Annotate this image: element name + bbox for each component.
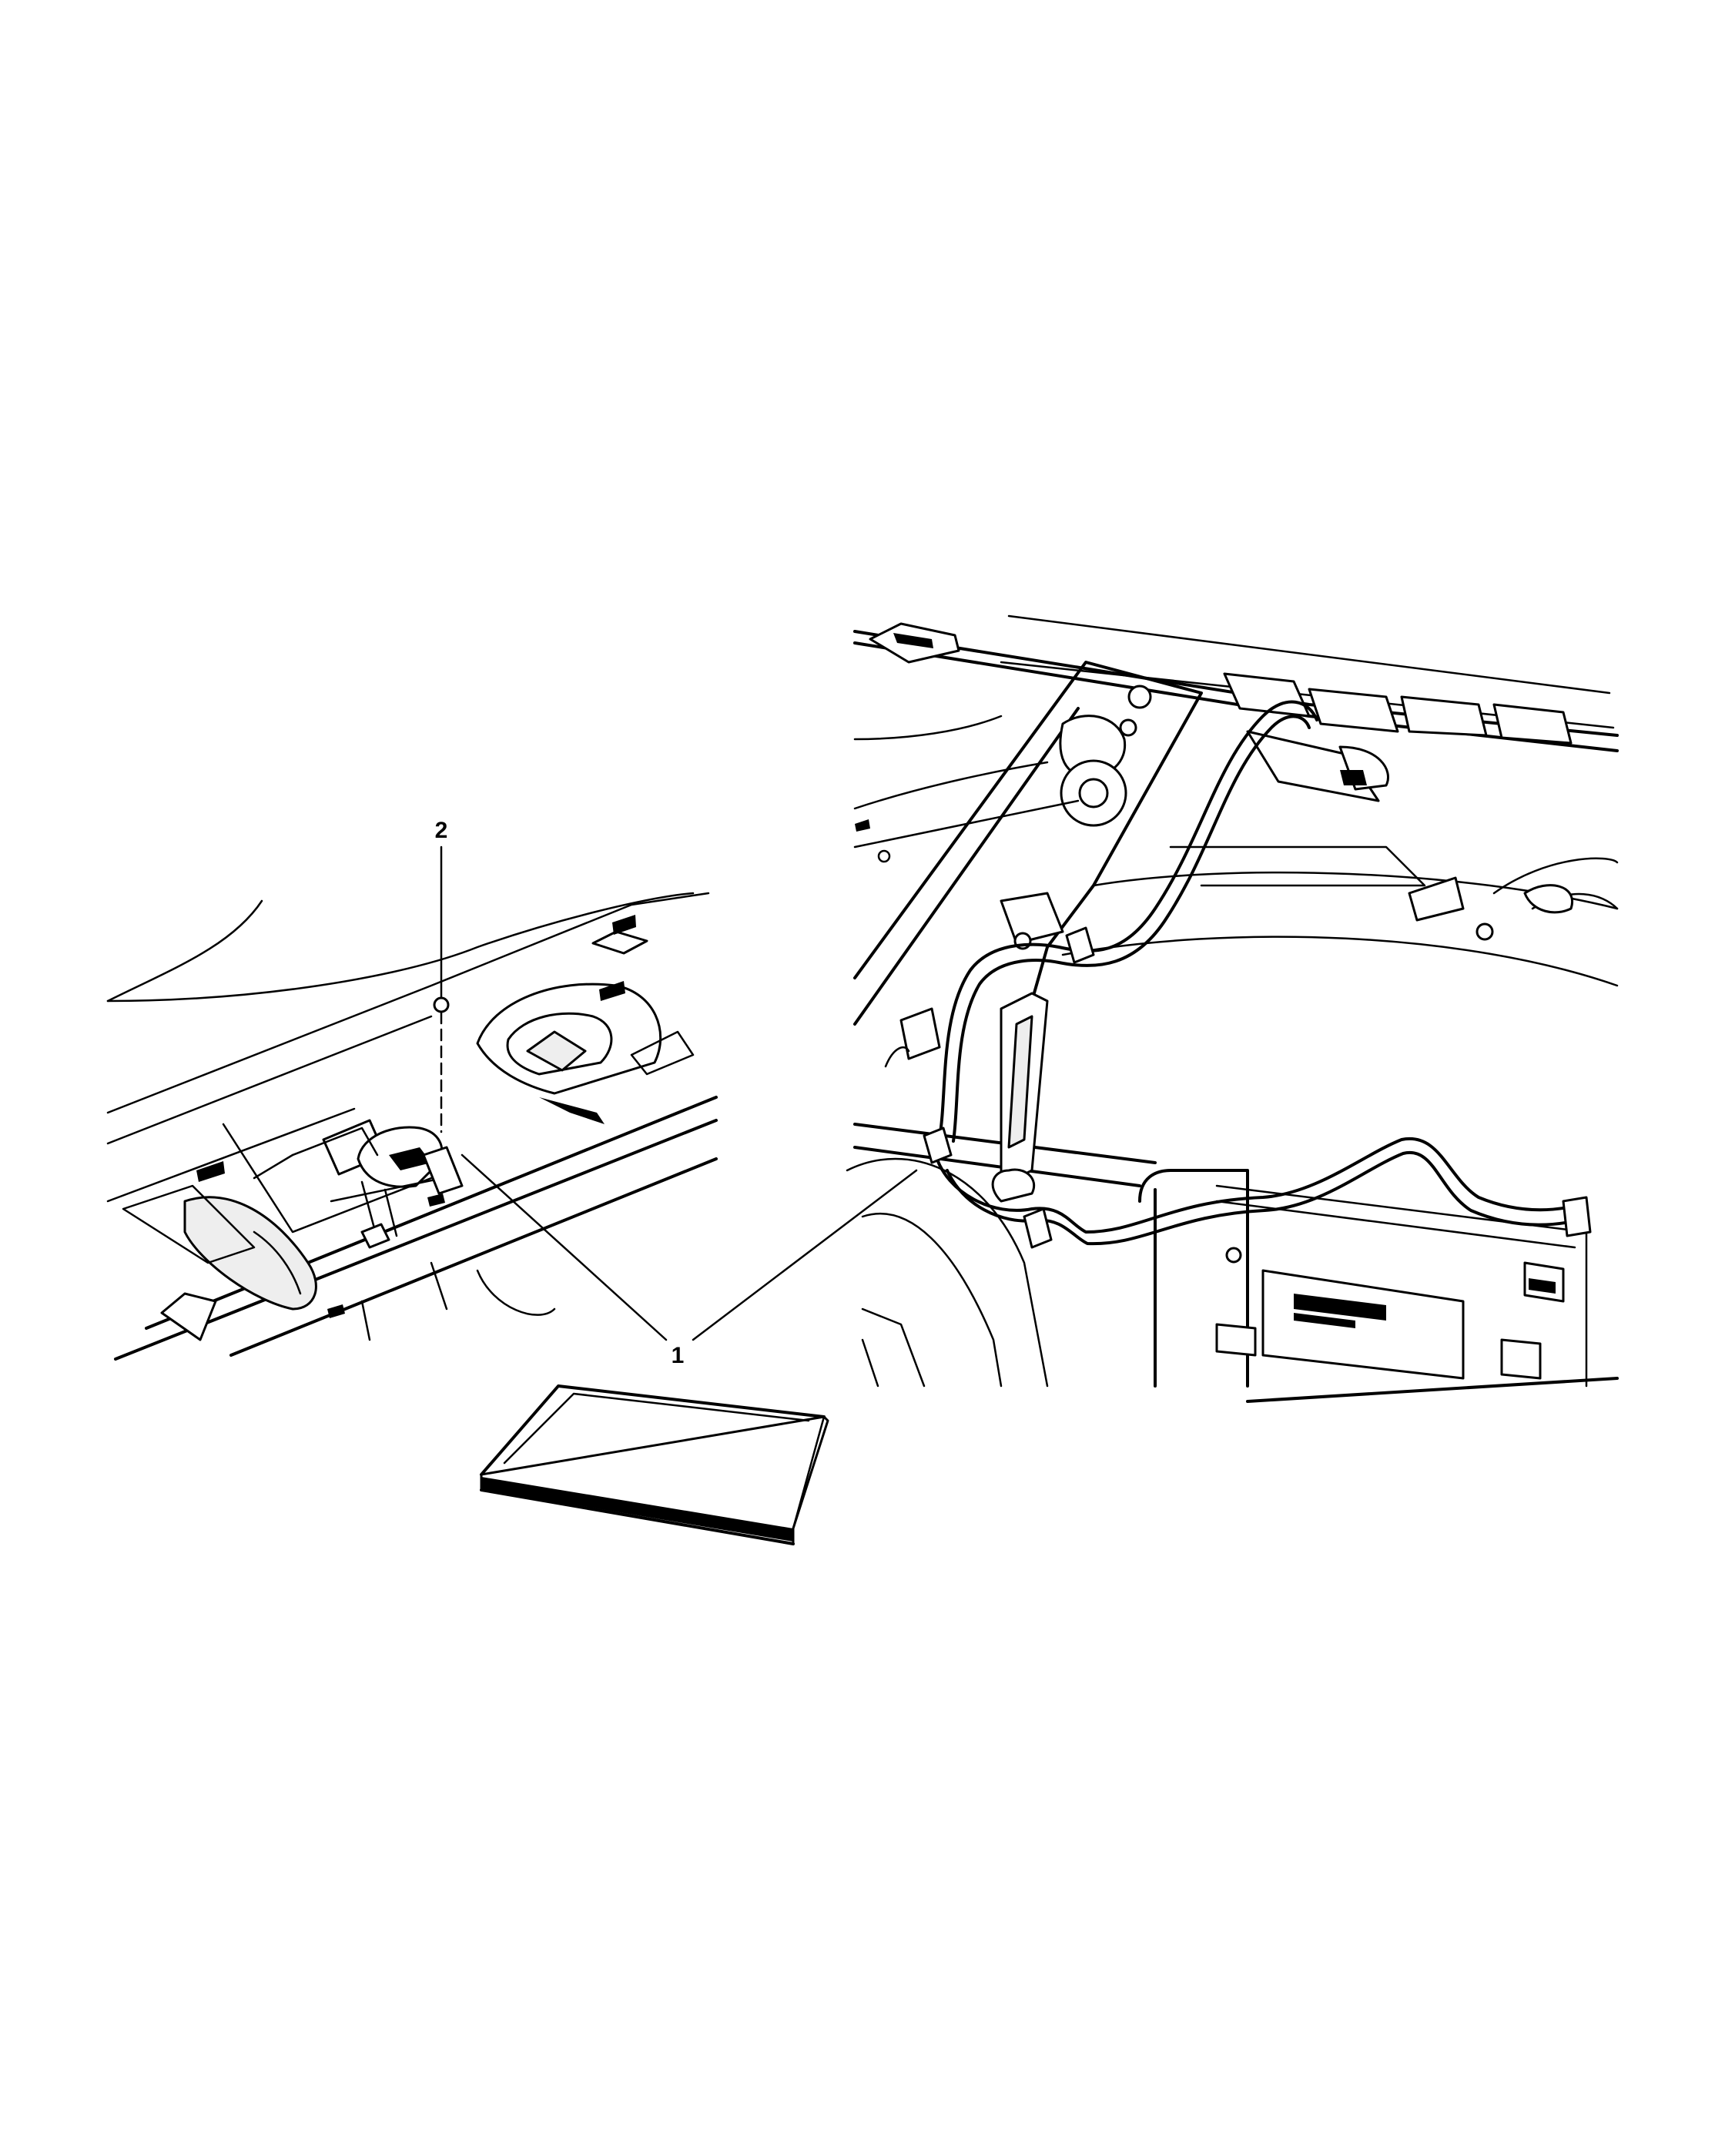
callout-1-label: 1 [672, 1343, 685, 1368]
callout-2-label: 2 [435, 818, 448, 843]
callout-2: 2 [433, 818, 450, 1133]
callout-1-leader-left [461, 1153, 668, 1341]
instruction-sheet [480, 1384, 829, 1545]
callout-1-leader-right [692, 1169, 918, 1341]
right-view-harness-routing [846, 614, 1619, 1403]
wiring-harness [923, 700, 1592, 1249]
bolt-icon [433, 996, 450, 1013]
left-view-trunk-floor [106, 892, 718, 1361]
callout-1: 1 [461, 1153, 918, 1368]
